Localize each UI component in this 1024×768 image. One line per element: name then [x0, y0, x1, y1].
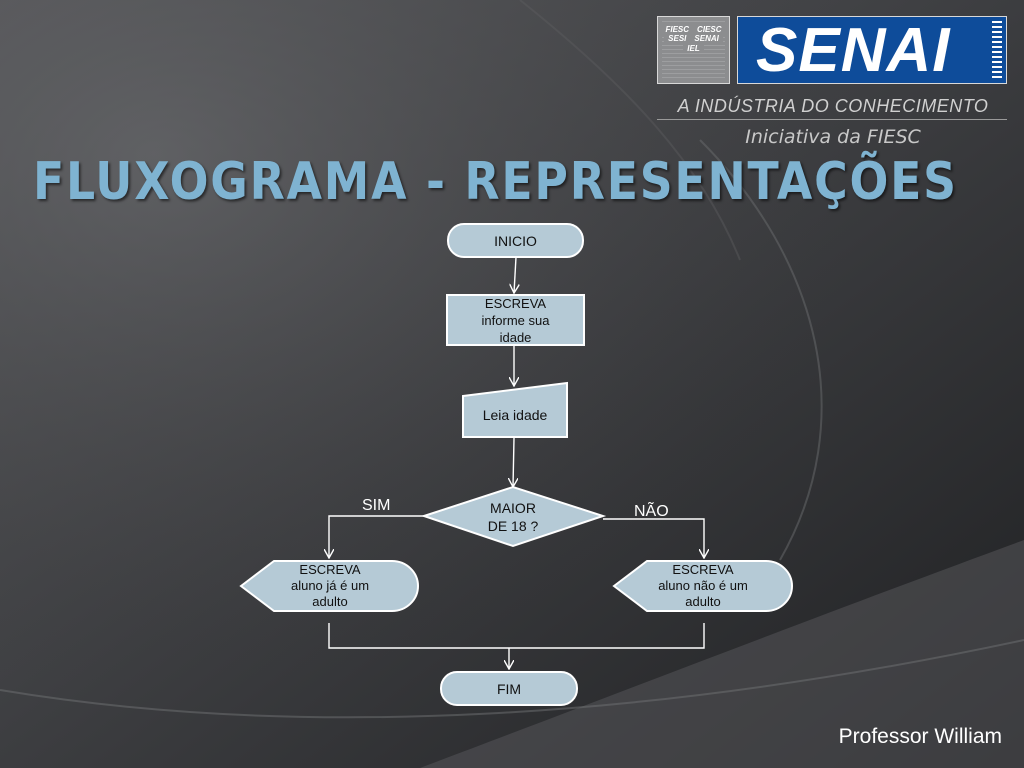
- display-no-line-2: aluno não é um: [658, 578, 748, 593]
- entity-name: SESI: [666, 34, 689, 44]
- display-yes-text: ESCREVA aluno já é um adulto: [270, 562, 390, 610]
- decision-line-1: MAIOR: [490, 500, 536, 516]
- prompt-line-3: idade: [499, 329, 532, 345]
- start-terminator: INICIO: [447, 223, 584, 258]
- connector-merge: [328, 623, 705, 649]
- yes-label: SIM: [362, 497, 391, 514]
- author-name: Professor William: [838, 725, 1002, 748]
- prompt-process: ESCREVA informe sua idade: [446, 294, 585, 346]
- tagline-divider: [657, 119, 1007, 120]
- input-shape: [462, 381, 568, 438]
- decision-shape: [420, 485, 607, 548]
- no-label: NÃO: [634, 503, 669, 520]
- connector-yes-branch: [329, 515, 424, 558]
- connector-no-branch: [603, 518, 704, 558]
- slide-title: Fluxograma - Representações: [33, 152, 958, 212]
- entity-name: SENAI: [692, 34, 721, 44]
- end-terminator: FIM: [440, 671, 578, 706]
- entity-name: CIESC: [695, 25, 724, 35]
- display-yes-shape: [239, 560, 419, 612]
- prompt-line-2: informe sua: [481, 312, 550, 328]
- prompt-line-1: ESCREVA: [484, 295, 547, 311]
- entity-name: IEL: [685, 43, 702, 54]
- input-label: Leia idade: [482, 407, 548, 423]
- decision-text: MAIOR DE 18 ?: [463, 499, 563, 535]
- decision-line-2: DE 18 ?: [487, 518, 539, 534]
- display-no-line-1: ESCREVA: [672, 562, 734, 577]
- display-yes-line-2: aluno já é um: [290, 578, 370, 593]
- display-no-line-3: adulto: [685, 594, 721, 609]
- end-label: FIM: [496, 680, 522, 697]
- display-no-text: ESCREVA aluno não é um adulto: [642, 562, 764, 610]
- connector-start-prompt: [514, 256, 516, 293]
- start-label: INICIO: [494, 232, 537, 249]
- brand-name: SENAI: [756, 16, 951, 84]
- entity-name: FIESC: [663, 25, 692, 35]
- display-yes-line-1: ESCREVA: [299, 562, 361, 577]
- display-yes-line-3: adulto: [312, 594, 348, 609]
- initiative-text: Iniciativa da FIESC: [745, 126, 921, 148]
- display-no-shape: [612, 560, 793, 612]
- senai-logo: SENAI: [737, 16, 1007, 84]
- logo-stripes: [992, 21, 1002, 79]
- connector-input-decision: [513, 437, 514, 487]
- tagline: A INDÚSTRIA DO CONHECIMENTO: [677, 96, 989, 116]
